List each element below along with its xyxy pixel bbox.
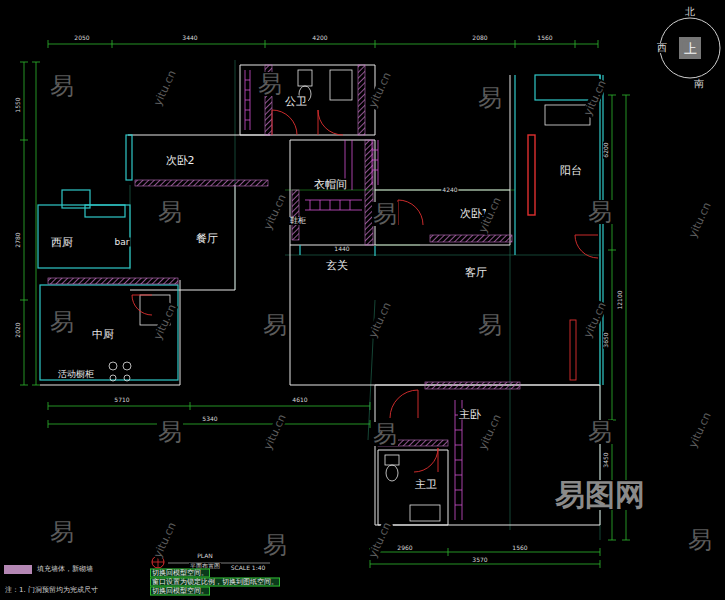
legend-entry: 填充墙体，新砌墙 <box>4 564 93 574</box>
dimension-text: 5340 <box>201 416 218 422</box>
dimension-text: 4200 <box>311 35 328 41</box>
watermark: 易 <box>687 528 713 552</box>
watermark: 易 <box>587 420 613 444</box>
note-text: 注：1. 门洞预留均为完成尺寸 <box>4 587 99 594</box>
dimension-lines <box>20 40 630 568</box>
dimension-text: 1440 <box>333 246 350 252</box>
scale-text: SCALE 1:40 <box>230 565 267 571</box>
dimension-text: 1560 <box>536 35 553 41</box>
watermark: 易 <box>49 310 75 334</box>
watermark: yitu.cn <box>367 300 394 340</box>
room-name: 餐厅 <box>195 233 219 244</box>
room-name: 次卧2 <box>165 155 196 166</box>
watermark: 易 <box>372 422 398 446</box>
dimension-text: 3650 <box>603 331 609 348</box>
room-name: 中厨 <box>91 329 115 340</box>
dimension-text: 2780 <box>15 231 21 248</box>
watermark: 易 <box>157 200 183 224</box>
room-name: 活动橱柜 <box>57 370 95 379</box>
dimension-text: 2050 <box>73 35 90 41</box>
watermark: yitu.cn <box>152 302 179 342</box>
room-name: 衣帽间 <box>313 179 348 190</box>
watermark: yitu.cn <box>262 192 289 232</box>
command-note: 切换回模型空间。 <box>150 587 210 596</box>
watermark: 易 <box>257 72 283 96</box>
construction-lines <box>130 60 600 540</box>
watermark: yitu.cn <box>687 410 714 450</box>
dimension-text: 4610 <box>291 397 308 403</box>
room-name: 公卫 <box>284 96 308 107</box>
room-name: 客厅 <box>464 267 488 278</box>
room-name: 玄关 <box>325 260 349 271</box>
watermark: yitu.cn <box>152 520 179 560</box>
dimension-text: 2020 <box>15 321 21 338</box>
watermark: 易 <box>49 74 75 98</box>
doors <box>132 110 598 472</box>
watermark: yitu.cn <box>582 78 609 118</box>
dimension-text: 5710 <box>113 397 130 403</box>
dimension-text: 3450 <box>603 451 609 468</box>
dimension-text: 3440 <box>181 35 198 41</box>
watermark: 易 <box>587 200 613 224</box>
dimension-text: 6200 <box>603 141 609 158</box>
compass-letter: 西 <box>656 43 668 53</box>
watermark: 易 <box>157 420 183 444</box>
watermark: 易 <box>262 313 288 337</box>
dimension-text: 1550 <box>15 96 21 113</box>
dimension-text: 4240 <box>441 187 458 193</box>
watermark: 易 <box>49 520 75 544</box>
new-walls <box>48 65 520 446</box>
room-name: 主卫 <box>414 479 438 490</box>
furniture <box>245 70 462 520</box>
drawing-title: PLAN <box>196 553 214 559</box>
watermark: yitu.cn <box>687 200 714 240</box>
walls <box>40 65 600 525</box>
room-name: 阳台 <box>559 165 583 176</box>
watermark: yitu.cn <box>367 70 394 110</box>
room-name: 主卧 <box>458 409 482 420</box>
compass-letter: 上 <box>683 42 698 55</box>
command-note: 切换回模型空间。 <box>150 569 210 578</box>
dimension-text: 12100 <box>617 289 623 310</box>
fixtures <box>109 70 590 521</box>
watermark: yitu.cn <box>262 412 289 452</box>
watermark: yitu.cn <box>152 68 179 108</box>
dimension-text: 1560 <box>511 545 528 551</box>
compass-letter: 北 <box>684 7 696 17</box>
watermark: 易 <box>372 202 398 226</box>
watermark: 易 <box>262 533 288 557</box>
compass <box>660 18 720 78</box>
room-name: bar <box>114 238 131 247</box>
room-name: 西厨 <box>50 237 74 248</box>
legend-swatch <box>4 565 32 574</box>
dimension-text: 2960 <box>396 545 413 551</box>
cyan-walls <box>38 75 603 385</box>
legend-text: 填充墙体，新砌墙 <box>37 564 93 574</box>
dimension-text: 2080 <box>471 35 488 41</box>
watermark: yitu.cn <box>367 520 394 560</box>
watermark: 易 <box>477 313 503 337</box>
watermark: 易 <box>477 86 503 110</box>
compass-letter: 南 <box>693 79 705 89</box>
room-name: 鞋柜 <box>289 217 307 225</box>
dimension-text: 3570 <box>471 557 488 563</box>
watermark: 易图网 <box>554 480 646 510</box>
command-note: 窗口设置为锁定比例，切换到图纸空间。 <box>150 578 280 587</box>
